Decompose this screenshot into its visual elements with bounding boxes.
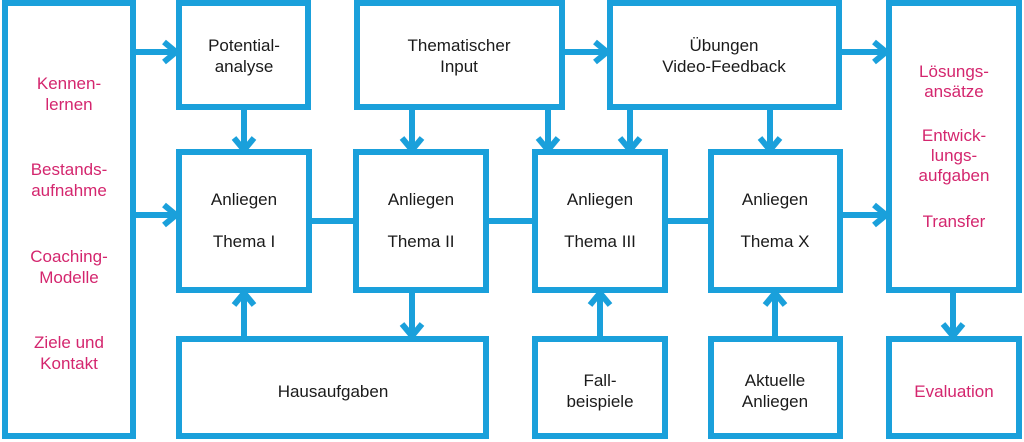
exercises-video-feedback-box	[607, 0, 842, 110]
homework-box	[176, 336, 489, 439]
theme-box-1	[176, 149, 312, 293]
solutions-label: Lösungs-ansätze	[919, 62, 989, 101]
arrow-down-icon	[399, 322, 425, 341]
theme-box-3	[532, 149, 668, 293]
arrow-right-icon	[162, 39, 181, 65]
left-phase-box	[2, 0, 136, 439]
theme-box-4	[708, 149, 843, 293]
arrow-up-icon	[587, 288, 613, 307]
potential-analysis-label: Potential-analyse	[208, 36, 280, 76]
homework-label: Hausaufgaben	[278, 382, 389, 401]
arrow-down-icon	[757, 136, 783, 155]
arrow-right-icon	[162, 202, 181, 228]
arrow-down-icon	[231, 136, 257, 155]
bestandsaufnahme-label: Bestands-aufnahme	[31, 160, 108, 200]
coaching-modelle-label: Coaching-Modelle	[30, 247, 108, 287]
kennenlernen-label: Kennen-lernen	[37, 74, 101, 114]
arrow-right-icon	[872, 39, 891, 65]
case-examples-label: Fall-beispiele	[566, 371, 633, 411]
evaluation-label: Evaluation	[914, 382, 993, 401]
arrow-down-icon	[617, 136, 643, 155]
arrow-right-icon	[872, 202, 891, 228]
arrow-down-icon	[399, 136, 425, 155]
theme-box-2	[353, 149, 489, 293]
arrow-down-icon	[940, 322, 966, 341]
arrow-right-icon	[593, 39, 612, 65]
thematic-input-box	[354, 0, 565, 110]
potential-analysis-box	[176, 0, 311, 110]
arrow-down-icon	[535, 136, 561, 155]
case-examples-box	[532, 336, 668, 439]
arrow-up-icon	[762, 288, 788, 307]
transfer-label: Transfer	[923, 212, 986, 231]
development-tasks-label: Entwick-lungs-aufgaben	[919, 126, 990, 185]
evaluation-box	[886, 336, 1022, 439]
arrow-up-icon	[231, 288, 257, 307]
